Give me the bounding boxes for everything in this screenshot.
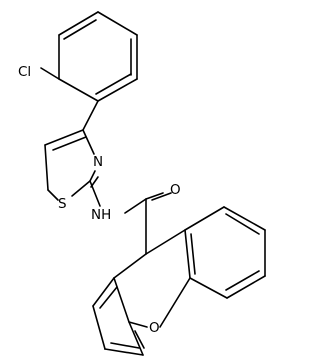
- thiazole-nitrogen-label: N: [93, 154, 103, 170]
- chlorine-label: Cl: [18, 64, 31, 80]
- chlorophenyl-ring: [58, 11, 138, 102]
- chemical-structure-diagram: Cl S N NH O O: [18, 11, 266, 356]
- phenyl-thiazole-bond: [82, 100, 99, 131]
- thiazole-nh-bond: [89, 180, 101, 207]
- c-cl-bond: [40, 67, 60, 80]
- amide-nh-label: NH: [91, 207, 111, 223]
- thiazole-ring: [44, 129, 99, 201]
- xanthene-oxygen-label: O: [149, 320, 160, 336]
- carbonyl-oxygen-label: O: [170, 182, 181, 198]
- nh-carbonyl-bond: [124, 198, 147, 214]
- thiazole-sulfur-label: S: [58, 196, 67, 212]
- carbonyl-group: [145, 192, 172, 255]
- xanthene-ring-system: [92, 206, 266, 356]
